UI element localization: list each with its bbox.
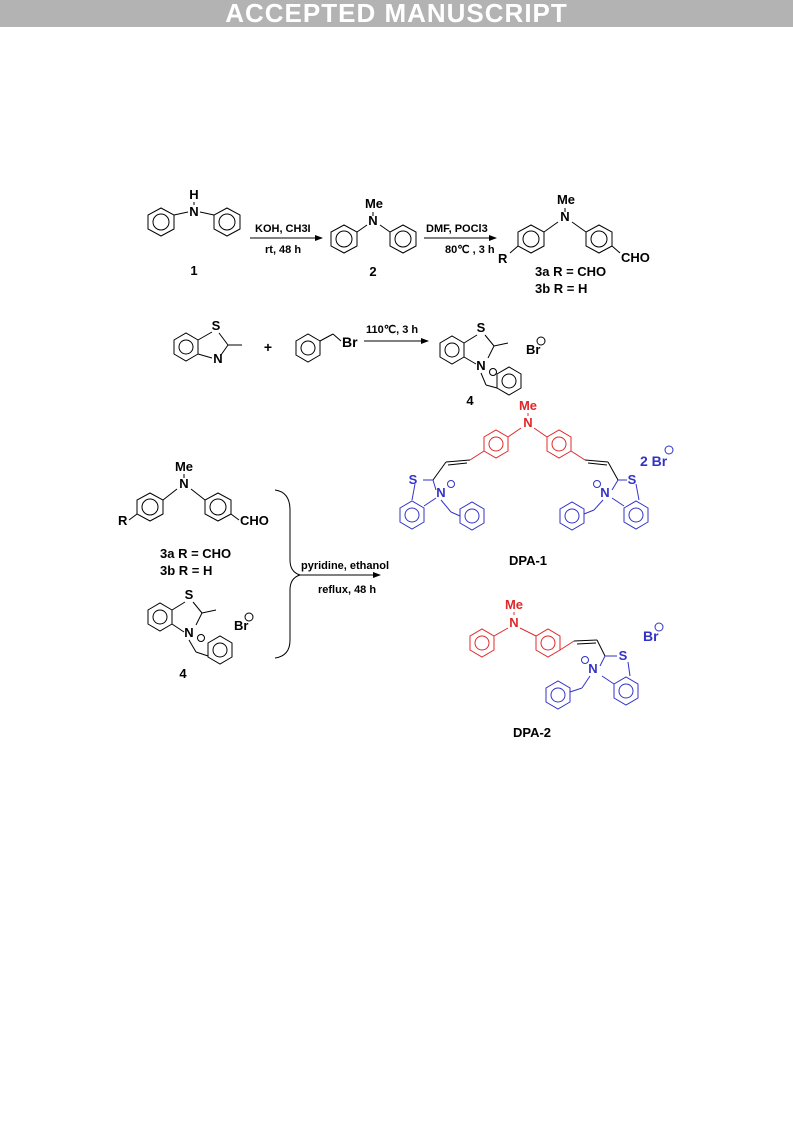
compound-4: S N Br 4 <box>439 320 546 408</box>
compound-label-3a: 3a R = CHO <box>535 264 606 279</box>
methylbenzothiazole: S N <box>173 318 242 366</box>
atom-br: Br <box>342 334 358 350</box>
compound-label-4: 4 <box>179 666 187 681</box>
arrow-step-3: 110℃, 3 h <box>364 324 429 344</box>
reagent-pyridine: pyridine, ethanol <box>301 560 389 572</box>
aldehyde-label: CHO <box>240 513 269 528</box>
methyl-label: Me <box>175 459 193 474</box>
reagent-koh: KOH, CH3I <box>255 223 311 235</box>
methyl-label: Me <box>557 192 575 207</box>
bromide-ion: Br <box>643 628 659 644</box>
compound-3: N Me R CHO 3a R = CHO 3b R = H <box>498 192 650 296</box>
plus-sign: + <box>264 339 272 355</box>
reactant-4: S N Br 4 <box>147 587 254 681</box>
arrow-step-4: pyridine, ethanol reflux, 48 h <box>300 560 389 596</box>
compound-2: N Me 2 <box>330 196 417 279</box>
condition-110c: 110℃, 3 h <box>366 324 418 336</box>
atom-n: N <box>189 204 198 219</box>
atom-n-plus: N <box>588 661 597 676</box>
compound-label-2: 2 <box>369 264 376 279</box>
atom-n: N <box>523 415 532 430</box>
compound-label-1: 1 <box>190 263 197 278</box>
compound-label-3a: 3a R = CHO <box>160 546 231 561</box>
compound-label-dpa-1: DPA-1 <box>509 553 547 568</box>
atom-s: S <box>212 318 221 333</box>
atom-n: N <box>179 476 188 491</box>
methyl-label: Me <box>365 196 383 211</box>
atom-n-plus: N <box>476 358 485 373</box>
benzyl-bromide: Br <box>295 333 358 363</box>
compound-label-3b: 3b R = H <box>535 281 587 296</box>
bromide-ion: Br <box>526 342 540 357</box>
atom-s: S <box>409 472 418 487</box>
atom-n: N <box>509 615 518 630</box>
atom-s: S <box>619 648 628 663</box>
dpa-1-structure: N Me S N S N 2 Br <box>399 398 674 568</box>
atom-s: S <box>185 587 194 602</box>
atom-s: S <box>477 320 486 335</box>
arrow-step-1: KOH, CH3I rt, 48 h <box>250 223 323 256</box>
dpa-2-structure: N Me S N Br DPA-2 <box>469 597 664 740</box>
r-group: R <box>498 251 508 266</box>
condition-80c: 80℃ , 3 h <box>445 244 495 256</box>
arrow-step-2: DMF, POCl3 80℃ , 3 h <box>424 223 497 256</box>
compound-label-3b: 3b R = H <box>160 563 212 578</box>
bromide-ions: 2 Br <box>640 453 668 469</box>
bromide-ion: Br <box>234 618 248 633</box>
methyl-label: Me <box>505 597 523 612</box>
atom-s: S <box>628 472 637 487</box>
reactant-brace <box>274 489 302 659</box>
reactant-3: N Me R CHO 3a R = CHO 3b R = H <box>118 459 269 578</box>
condition-rt: rt, 48 h <box>265 244 301 256</box>
atom-n-plus: N <box>436 485 445 500</box>
atom-n-plus: N <box>184 625 193 640</box>
reagent-dmf: DMF, POCl3 <box>426 223 488 235</box>
atom-n: N <box>560 209 569 224</box>
compound-1: N H 1 <box>147 187 241 278</box>
accepted-manuscript-banner: ACCEPTED MANUSCRIPT <box>0 0 793 27</box>
methyl-label: Me <box>519 398 537 413</box>
condition-reflux: reflux, 48 h <box>318 584 376 596</box>
atom-h: H <box>189 187 198 202</box>
compound-label-4: 4 <box>466 393 474 408</box>
r-group: R <box>118 513 128 528</box>
atom-n: N <box>368 213 377 228</box>
compound-label-dpa-2: DPA-2 <box>513 725 551 740</box>
aldehyde-label: CHO <box>621 250 650 265</box>
atom-n: N <box>213 351 222 366</box>
atom-n-plus: N <box>600 485 609 500</box>
